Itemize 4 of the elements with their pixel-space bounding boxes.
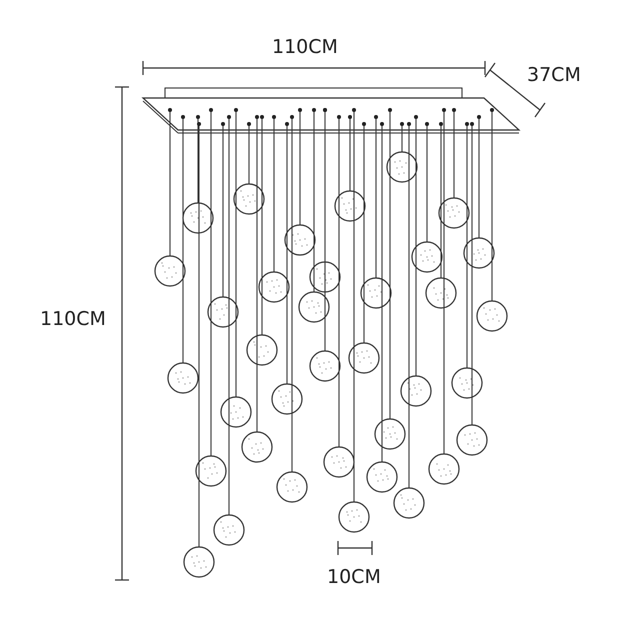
dimension-label: 10CM bbox=[327, 568, 381, 587]
dimension-label: 37CM bbox=[527, 66, 581, 85]
dimension-label: 110CM bbox=[40, 310, 106, 329]
dimension-label: 110CM bbox=[272, 38, 338, 57]
